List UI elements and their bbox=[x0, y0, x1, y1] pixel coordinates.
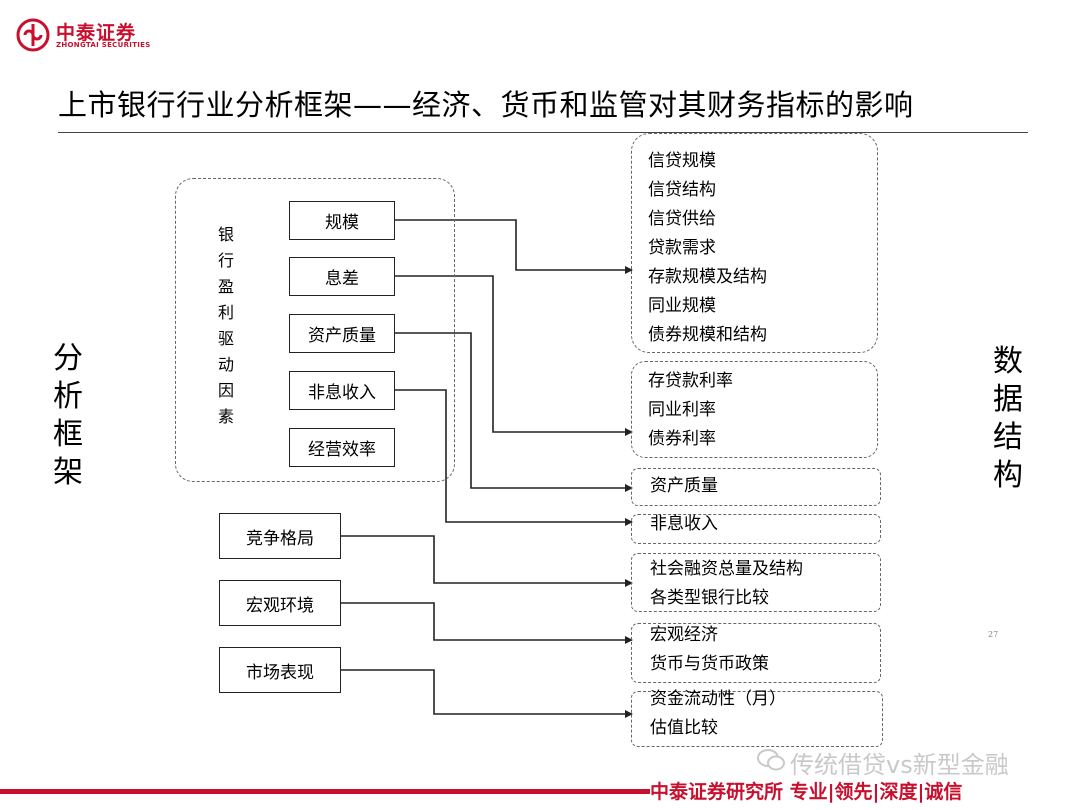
external-box-market: 市场表现 bbox=[219, 647, 341, 693]
data-group-nonint-income bbox=[631, 514, 881, 544]
connector-competition bbox=[340, 535, 633, 587]
data-item: 信贷规模 bbox=[648, 151, 716, 171]
data-item: 非息收入 bbox=[650, 514, 718, 534]
data-item: 债券规模和结构 bbox=[648, 325, 767, 345]
logo-subtext: ZHONGTAI SECURITIES bbox=[56, 41, 151, 49]
footer-slogan: 中泰证券研究所 专业|领先|深度|诚信 bbox=[650, 781, 963, 803]
data-item: 信贷结构 bbox=[648, 180, 716, 200]
analysis-framework-label: 分析框架 bbox=[53, 341, 83, 490]
data-item: 贷款需求 bbox=[648, 238, 716, 258]
data-item: 债券利率 bbox=[648, 429, 716, 449]
connector-asset-quality bbox=[394, 332, 633, 492]
data-item: 存款规模及结构 bbox=[648, 267, 767, 287]
external-box-macro: 宏观环境 bbox=[219, 580, 341, 626]
footer-divider bbox=[0, 789, 650, 794]
zhongtai-logo-icon bbox=[16, 18, 50, 52]
data-item: 同业利率 bbox=[648, 400, 716, 420]
driver-box-scale: 规模 bbox=[289, 201, 395, 240]
data-group-macro bbox=[631, 623, 881, 683]
data-group-social-financing bbox=[631, 553, 881, 612]
page-number: 27 bbox=[988, 630, 999, 639]
data-item: 社会融资总量及结构 bbox=[650, 559, 803, 579]
profit-drivers-label: 银行盈利驱动因素 bbox=[217, 225, 234, 426]
data-item: 资产质量 bbox=[650, 476, 718, 496]
connector-market bbox=[340, 669, 633, 718]
connector-nonint-income bbox=[394, 389, 633, 526]
data-group-scale bbox=[631, 133, 878, 353]
driver-box-nonint-income: 非息收入 bbox=[289, 371, 395, 410]
data-item: 信贷供给 bbox=[648, 209, 716, 229]
logo-text: 中泰证券 bbox=[56, 22, 137, 44]
data-group-rates bbox=[631, 361, 878, 458]
connector-macro bbox=[340, 602, 633, 644]
data-item: 存贷款利率 bbox=[648, 371, 733, 391]
data-item: 同业规模 bbox=[648, 296, 716, 316]
data-item: 宏观经济 bbox=[650, 625, 718, 645]
data-item: 估值比较 bbox=[650, 718, 718, 738]
driver-box-efficiency: 经营效率 bbox=[289, 428, 395, 467]
data-group-market bbox=[631, 691, 883, 747]
driver-box-asset-quality: 资产质量 bbox=[289, 314, 395, 353]
data-item: 货币与货币政策 bbox=[650, 654, 769, 674]
data-structure-label: 数据结构 bbox=[993, 344, 1023, 493]
wechat-icon bbox=[757, 749, 785, 771]
profit-drivers-group bbox=[175, 178, 455, 482]
driver-box-spread: 息差 bbox=[289, 257, 395, 296]
watermark-text: 传统借贷vs新型金融 bbox=[790, 751, 1009, 779]
data-group-asset-quality bbox=[631, 468, 881, 506]
connector-scale bbox=[394, 219, 633, 274]
data-item: 各类型银行比较 bbox=[650, 588, 769, 608]
external-box-competition: 竞争格局 bbox=[219, 513, 341, 559]
slide-title: 上市银行行业分析框架——经济、货币和监管对其财务指标的影响 bbox=[58, 88, 914, 122]
title-divider bbox=[58, 132, 1028, 133]
data-item: 资金流动性（月） bbox=[650, 689, 786, 709]
connector-spread bbox=[394, 275, 633, 436]
